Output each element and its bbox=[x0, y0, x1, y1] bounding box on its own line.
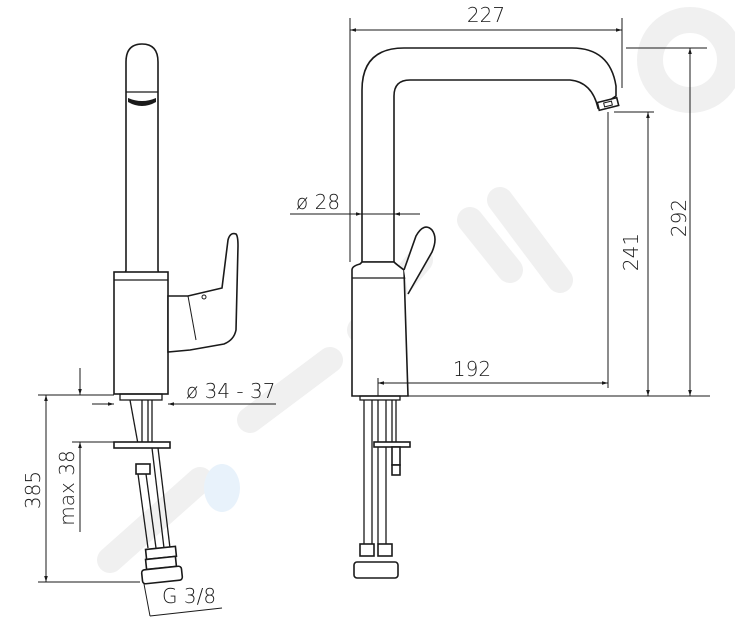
connection-label: G 3/8 bbox=[162, 584, 216, 608]
spout-reach-label: 227 bbox=[467, 3, 505, 27]
side-view bbox=[113, 43, 239, 585]
side-dimensions: ø 34 - 37 385 max 38 G 3/8 bbox=[21, 368, 276, 617]
watermark bbox=[97, 7, 735, 573]
deck-hole-label: ø 34 - 37 bbox=[186, 379, 275, 403]
total-length-label: 385 bbox=[21, 471, 45, 509]
front-view bbox=[351, 47, 620, 579]
front-dimensions: 227 ø 28 292 241 192 bbox=[290, 3, 710, 397]
total-height-label: 292 bbox=[667, 199, 691, 237]
spout-diameter-label: ø 28 bbox=[296, 190, 340, 214]
outlet-reach-label: 192 bbox=[453, 357, 491, 381]
outlet-height-label: 241 bbox=[619, 233, 643, 271]
deck-thickness-label: max 38 bbox=[55, 450, 79, 525]
